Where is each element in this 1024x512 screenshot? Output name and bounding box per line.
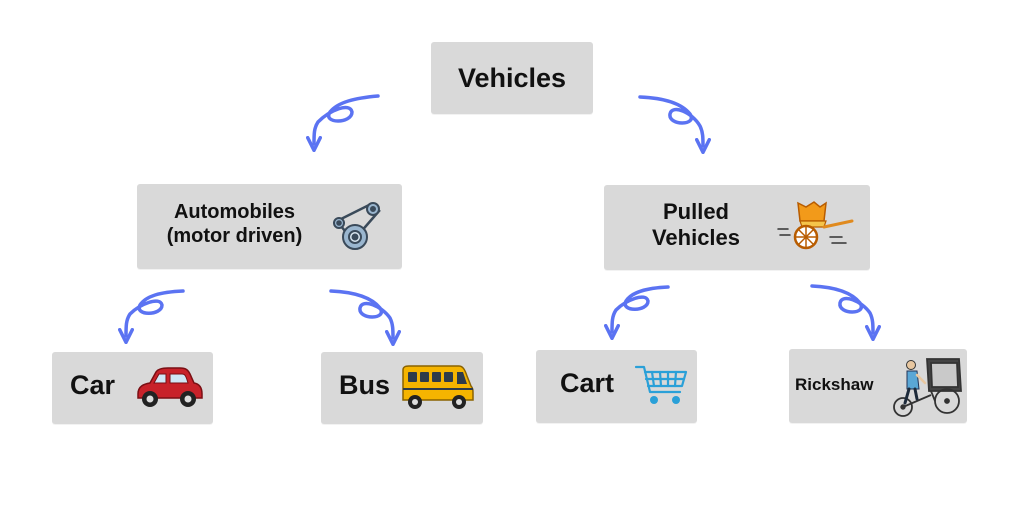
node-cart-label: Cart	[560, 368, 615, 398]
node-bus-label: Bus	[339, 370, 391, 400]
arrow-automobiles-to-car	[126, 289, 185, 336]
car-icon	[137, 367, 203, 407]
node-pulled-vehicles: Pulled Vehicles	[604, 185, 870, 270]
shopping-cart-icon	[634, 365, 688, 404]
arrow-automobiles-to-bus	[329, 289, 393, 338]
arrow-pulled-to-cart	[612, 285, 670, 332]
node-vehicles-label: Vehicles	[457, 62, 567, 93]
node-pulled-line2: Vehicles	[651, 225, 741, 251]
node-pulled-line1: Pulled	[662, 199, 729, 224]
node-rickshaw: Rickshaw	[789, 349, 967, 423]
node-automobiles-line1: Automobiles	[173, 201, 296, 223]
node-rickshaw-label: Rickshaw	[795, 375, 874, 394]
arrow-pulled-to-rickshaw	[810, 284, 873, 333]
arrow-root-to-pulled	[638, 95, 703, 146]
node-car-label: Car	[70, 370, 116, 400]
pulled-cart-icon	[777, 201, 854, 250]
rickshaw-icon	[893, 358, 962, 417]
node-vehicles: Vehicles	[431, 42, 593, 114]
node-cart: Cart	[536, 350, 697, 423]
node-automobiles-line2: (motor driven)	[166, 225, 303, 247]
arrow-root-to-automobiles	[314, 94, 380, 144]
node-car: Car	[52, 352, 213, 424]
bus-icon	[402, 365, 474, 409]
node-automobiles: Automobiles (motor driven)	[137, 184, 402, 269]
engine-belt-icon	[333, 202, 381, 250]
node-bus: Bus	[321, 352, 483, 424]
